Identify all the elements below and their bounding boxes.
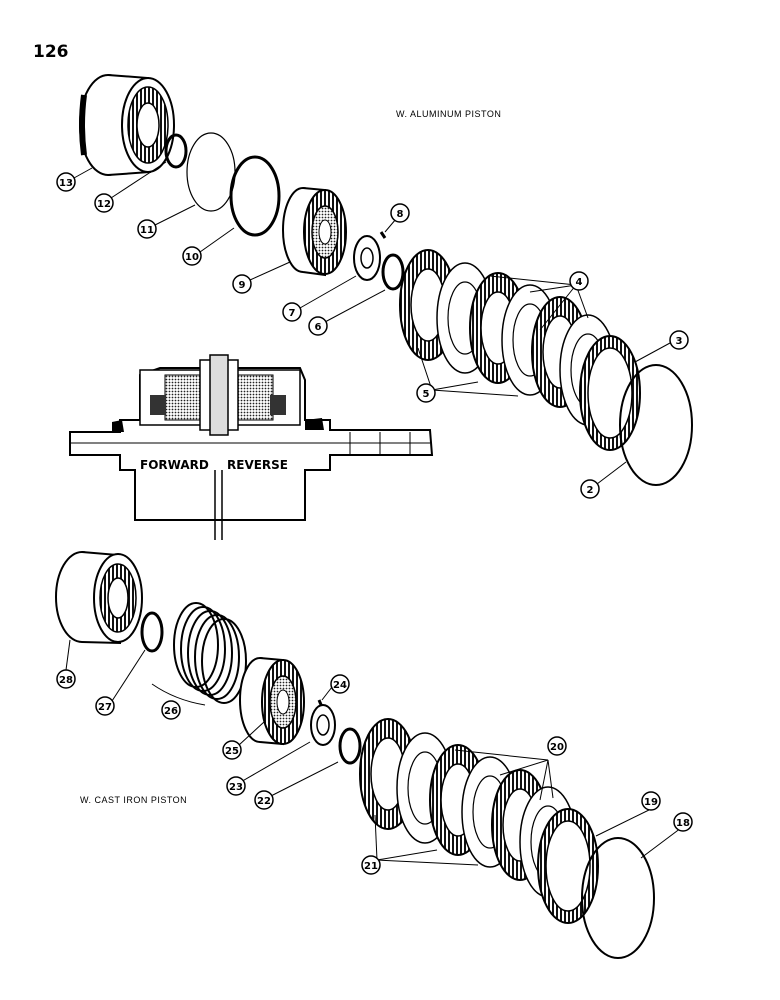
- reverse-label: REVERSE: [227, 458, 288, 472]
- svg-text:24: 24: [333, 680, 347, 691]
- svg-text:5: 5: [423, 389, 430, 400]
- forward-label: FORWARD: [140, 458, 209, 472]
- washer-7: [353, 235, 381, 281]
- callout-18: 18: [673, 812, 693, 832]
- ring-10: [229, 155, 281, 237]
- callout-12: 12: [94, 193, 114, 213]
- svg-text:4: 4: [576, 277, 583, 288]
- seal-11: [186, 132, 236, 212]
- page-number: 126: [33, 42, 69, 62]
- callout-9: 9: [232, 274, 252, 294]
- callout-23: 23: [226, 776, 246, 796]
- callout-28: 28: [56, 669, 76, 689]
- check-ball-8: [379, 231, 387, 239]
- svg-text:18: 18: [676, 818, 690, 829]
- svg-text:13: 13: [59, 178, 73, 189]
- pressure-plate-3: [579, 335, 641, 451]
- svg-text:7: 7: [289, 308, 296, 319]
- aluminum-piston-label: W. ALUMINUM PISTON: [396, 109, 501, 119]
- svg-text:22: 22: [257, 796, 271, 807]
- callout-19: 19: [641, 791, 661, 811]
- callout-13: 13: [56, 172, 76, 192]
- clutch-drum-28: [55, 551, 143, 645]
- svg-text:20: 20: [550, 742, 564, 753]
- callout-5: 5: [416, 383, 436, 403]
- svg-text:26: 26: [164, 706, 178, 717]
- callout-8: 8: [390, 203, 410, 223]
- svg-text:11: 11: [140, 225, 154, 236]
- svg-text:23: 23: [229, 782, 243, 793]
- svg-text:12: 12: [97, 199, 111, 210]
- callout-25: 25: [222, 740, 242, 760]
- callout-24: 24: [330, 674, 350, 694]
- svg-text:10: 10: [185, 252, 199, 263]
- ring-6: [381, 253, 405, 291]
- cast-iron-piston-label: W. CAST IRON PISTON: [80, 795, 187, 805]
- svg-text:2: 2: [587, 485, 594, 496]
- callout-2: 2: [580, 479, 600, 499]
- piston-ring-set-26: [151, 602, 247, 706]
- pressure-plate-19: [537, 808, 599, 924]
- clutch-drum-13: [79, 74, 175, 176]
- callout-6: 6: [308, 316, 328, 336]
- svg-text:6: 6: [315, 322, 322, 333]
- snap-ring-2: [619, 364, 693, 486]
- callout-20: 20: [547, 736, 567, 756]
- callout-22: 22: [254, 790, 274, 810]
- cross-section-view: [69, 354, 434, 540]
- washer-23: [310, 704, 336, 746]
- svg-text:25: 25: [225, 746, 239, 757]
- cast-iron-piston-25: [239, 657, 305, 746]
- leader-lines: [65, 161, 682, 866]
- svg-text:3: 3: [676, 336, 683, 347]
- svg-text:19: 19: [644, 797, 658, 808]
- callout-10: 10: [182, 246, 202, 266]
- snap-ring-18: [581, 837, 655, 959]
- callout-4: 4: [569, 271, 589, 291]
- svg-text:8: 8: [397, 209, 404, 220]
- svg-text:9: 9: [239, 280, 246, 291]
- callout-27: 27: [95, 696, 115, 716]
- snap-ring-27: [140, 611, 164, 653]
- callout-26: 26: [161, 700, 181, 720]
- callout-3: 3: [669, 330, 689, 350]
- ring-22: [338, 727, 362, 765]
- aluminum-piston-9: [282, 187, 347, 277]
- callout-11: 11: [137, 219, 157, 239]
- svg-text:21: 21: [364, 861, 378, 872]
- svg-text:28: 28: [59, 675, 73, 686]
- snap-ring-12: [164, 133, 188, 169]
- callout-21: 21: [361, 855, 381, 875]
- clutch-pack-top: [399, 249, 617, 426]
- callout-7: 7: [282, 302, 302, 322]
- svg-text:27: 27: [98, 702, 112, 713]
